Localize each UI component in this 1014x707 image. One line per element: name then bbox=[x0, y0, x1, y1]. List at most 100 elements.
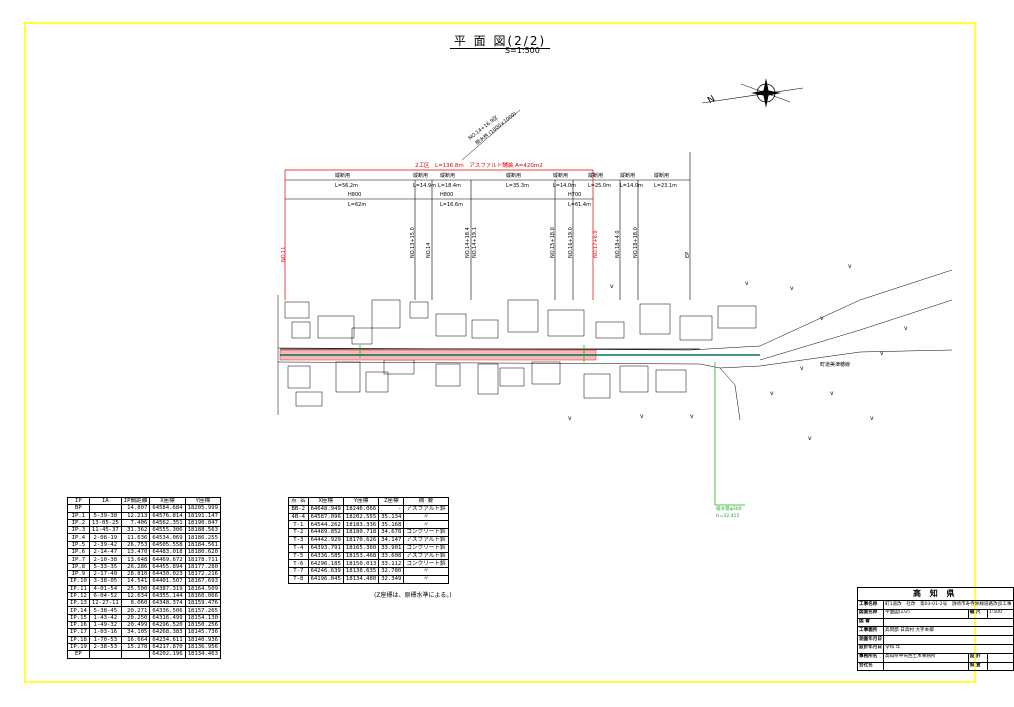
parcels bbox=[277, 269, 953, 421]
dim1-label-7: 縦断用 bbox=[620, 172, 635, 179]
dim1-label-4: 縦断用 bbox=[506, 172, 521, 179]
bm-header-5: 摘 要 bbox=[403, 497, 449, 506]
dim1-label-8: 縦断用 bbox=[654, 172, 669, 179]
tb-label-6: 事務所名 bbox=[857, 652, 884, 663]
benchmark-cell: 18153.468 bbox=[342, 551, 380, 561]
ip-cell: 64268.383 bbox=[149, 628, 186, 637]
station-1: NO.11 bbox=[281, 247, 287, 262]
dim1-len-3: L=18.4m bbox=[438, 183, 461, 189]
dim2-len-2: L=16.6m bbox=[440, 202, 463, 208]
benchmark-cell: 18183.336 bbox=[342, 520, 380, 530]
benchmark-cell: 32.780 bbox=[378, 567, 405, 576]
ip-cell: 64555.306 bbox=[149, 526, 186, 535]
benchmark-cell: 33.608 bbox=[378, 551, 405, 561]
ip-cell: 34.105 bbox=[120, 628, 151, 637]
north-label: N bbox=[706, 94, 717, 106]
prefecture-name: 高 知 県 bbox=[857, 587, 1014, 601]
ip-cell: 18205.999 bbox=[184, 504, 221, 513]
ip-cell: 18188.563 bbox=[184, 526, 221, 535]
benchmark-cell: T-8 bbox=[288, 574, 309, 584]
benchmark-cell: 18202.555 bbox=[342, 512, 380, 522]
dim1-len-7: L=14.0m bbox=[620, 183, 643, 189]
ip-cell: 26.286 bbox=[120, 562, 151, 571]
dim1-label-3: 縦断用 bbox=[440, 172, 455, 179]
tb-value-0: 町1道改 社改 第03-01-2号 須崎市寿寺栄線道路改良工事 bbox=[882, 600, 1014, 610]
ip-cell: 64336.506 bbox=[149, 606, 186, 615]
ip-cell: IP.19 bbox=[67, 642, 90, 652]
ip-cell: 64234.611 bbox=[149, 635, 186, 644]
benchmark-cell: BB-2 bbox=[288, 504, 309, 514]
station-10: NO.18+18.0 bbox=[633, 227, 639, 258]
ip-cell: 64483.018 bbox=[149, 548, 186, 557]
tb-value-2 bbox=[882, 617, 1014, 628]
ip-cell: 64469.672 bbox=[149, 555, 186, 564]
tb-value-1: 平面図(2/2) bbox=[882, 608, 969, 619]
drawing-scale: S=1:500 bbox=[505, 46, 540, 55]
tb-extra-label-6: 設 計 bbox=[967, 652, 988, 663]
benchmark-cell: 64544.262 bbox=[307, 520, 344, 530]
benchmark-cell: 18134.480 bbox=[342, 574, 380, 584]
vegetation-symbols: vvv vvv vvv vvv vvv bbox=[568, 263, 908, 442]
ip-cell: 64202.196 bbox=[149, 650, 186, 659]
tb-value-5: 令和 年 bbox=[882, 643, 1014, 654]
dim1-len-1: L=56.2m bbox=[335, 183, 358, 189]
ip-cell: 5-38-45 bbox=[88, 606, 122, 615]
ip-cell: 2-38-53 bbox=[88, 642, 122, 652]
tb-value-6: 高知県中央西土木事務所 bbox=[882, 652, 969, 663]
benchmark-cell: 33.112 bbox=[378, 559, 405, 569]
station-7: NO.16+19.0 bbox=[568, 227, 574, 258]
dim1-label-5: 縦断用 bbox=[553, 172, 568, 179]
ip-cell: 64430.023 bbox=[149, 569, 186, 579]
ip-cell: 1-43-42 bbox=[88, 613, 122, 623]
ip-cell: 8.060 bbox=[120, 599, 151, 608]
dim2-label-3: H700 bbox=[568, 192, 581, 198]
ip-cell: IP.6 bbox=[67, 548, 90, 557]
station-2: NO.13+15.0 bbox=[410, 227, 416, 258]
ip-cell: 64217.870 bbox=[149, 642, 186, 652]
ip-cell: 2-10-38 bbox=[88, 555, 122, 564]
ip-cell: 20.250 bbox=[120, 613, 151, 623]
benchmark-cell: アスファルト鋲 bbox=[403, 504, 449, 514]
benchmark-cell: 〃 bbox=[403, 574, 449, 584]
svg-text:v: v bbox=[848, 263, 852, 270]
catch-basin-leader: NO.14+16.9区 雨水桝 (1000×1000) bbox=[461, 109, 521, 161]
ip-cell: 18186.255 bbox=[184, 533, 221, 542]
north-arrow-icon: N bbox=[701, 78, 804, 108]
ip-cell: 31.362 bbox=[120, 526, 151, 535]
ip-cell: IP.17 bbox=[67, 628, 90, 637]
benchmark-cell: 34.678 bbox=[378, 528, 405, 537]
ip-cell: 18157.265 bbox=[184, 606, 221, 615]
svg-text:v: v bbox=[790, 285, 794, 292]
ip-cell: 64348.374 bbox=[149, 599, 186, 608]
bm-header-4: Z座標 bbox=[378, 497, 405, 506]
benchmark-cell: T-5 bbox=[288, 551, 309, 561]
dim1-len-5: L=14.0m bbox=[553, 183, 576, 189]
ip-cell: 18154.130 bbox=[184, 613, 221, 623]
ip-cell: 64401.507 bbox=[149, 577, 186, 586]
ip-cell: IP.3 bbox=[67, 526, 90, 535]
ip-cell: 64316.499 bbox=[149, 613, 186, 623]
green-leader-text: 排水管φ300 bbox=[716, 505, 742, 512]
benchmark-cell: T-1 bbox=[288, 520, 309, 530]
tb-extra-value-6 bbox=[986, 652, 1014, 663]
benchmark-cell: 35.134 bbox=[378, 512, 405, 522]
benchmark-cell: 18246.066 bbox=[342, 504, 380, 514]
green-leader-text-2: H=32.415 bbox=[716, 513, 739, 519]
ip-cell: 18177.280 bbox=[184, 562, 221, 571]
tb-label-3: 工事箇所 bbox=[857, 626, 884, 637]
ip-cell: IP.10 bbox=[67, 577, 90, 586]
dimension-row-1: 縦断用 L=56.2m 縦断用 L=14.9m 縦断用 L=18.4m 縦断用 … bbox=[335, 172, 677, 189]
